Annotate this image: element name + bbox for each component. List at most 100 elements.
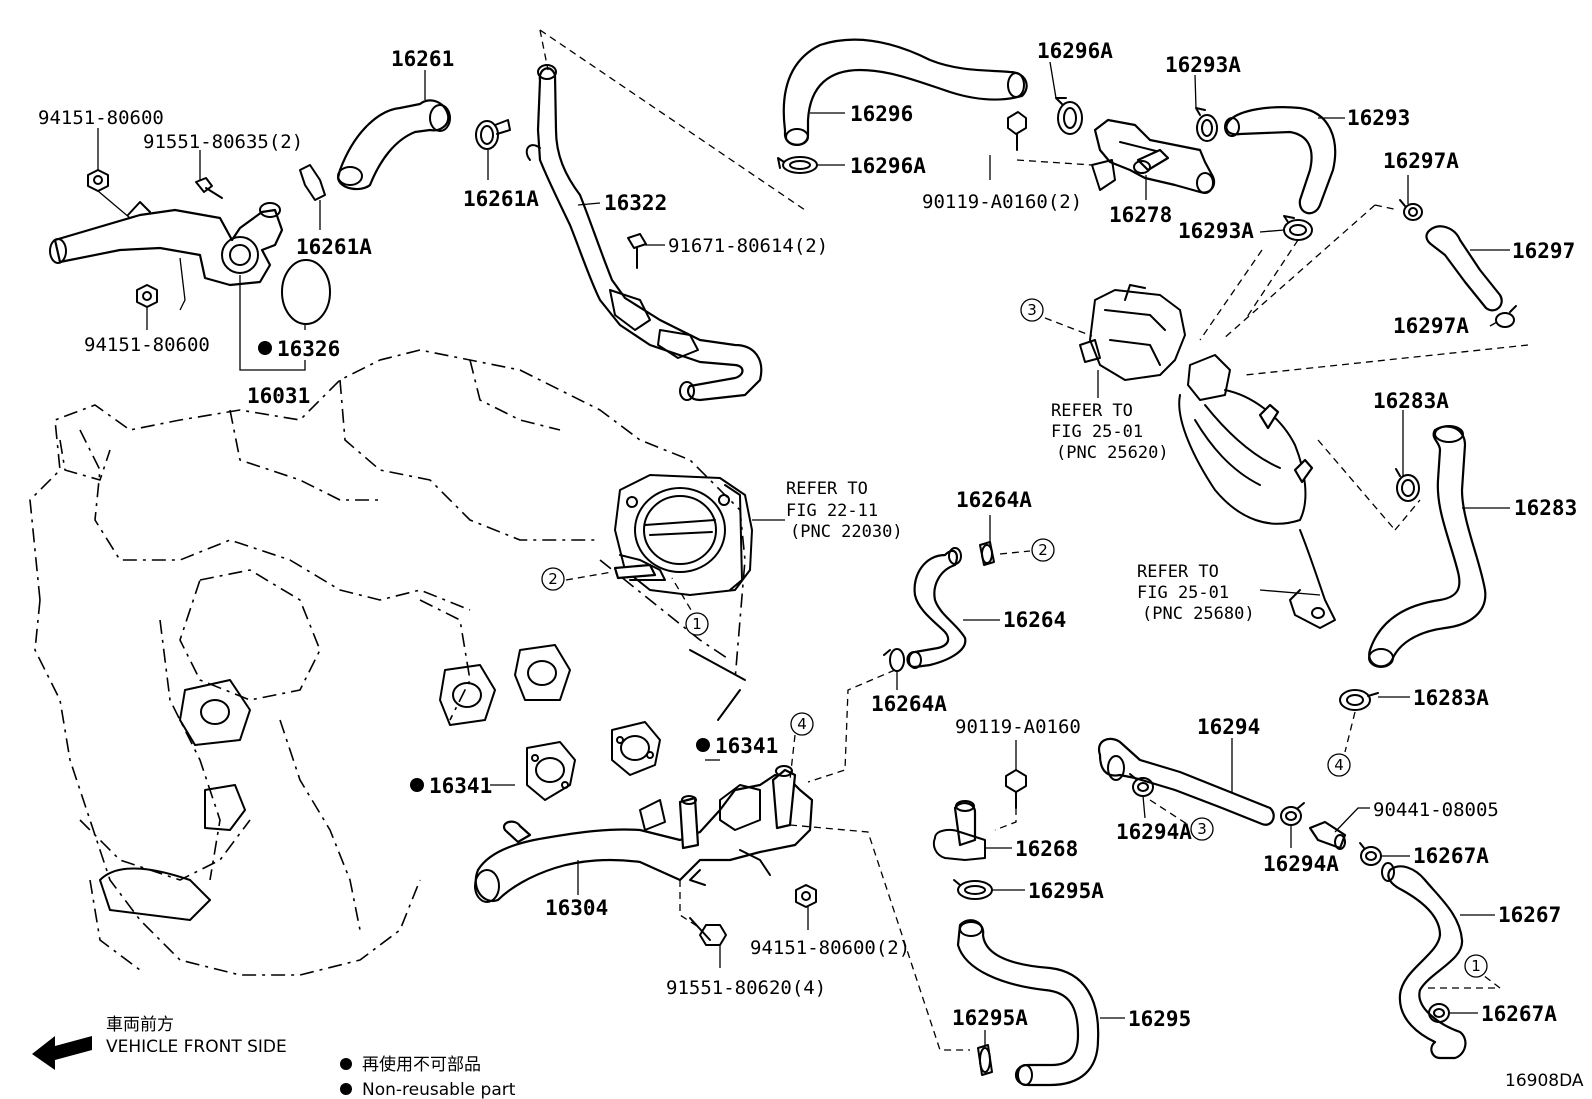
nut-94151-mid: [136, 284, 158, 308]
dash-egr-16283-a: [1317, 439, 1396, 531]
label-16294A-right[interactable]: 16294A: [1263, 852, 1339, 876]
clamp-16296A-bottom: [777, 156, 818, 174]
ref-throttle[interactable]: REFER TO FIG 22-11 (PNC 22030): [786, 479, 903, 542]
dash-c4-housing: [789, 734, 796, 781]
dash-16297-a: [1221, 204, 1376, 341]
svg-text:FIG 25-01: FIG 25-01: [1051, 422, 1143, 442]
water-outlet-16031: [49, 201, 284, 287]
clamp-16293A-bottom: [1283, 215, 1313, 241]
label-16295A-bottom[interactable]: 16295A: [952, 1006, 1028, 1030]
engine-ports: [99, 644, 571, 921]
svg-text:FIG 22-11: FIG 22-11: [786, 501, 878, 521]
dash-c1-throttle: [671, 577, 698, 621]
hose-16294: [1097, 737, 1275, 826]
label-16261[interactable]: 16261: [391, 47, 454, 71]
legend-front-en: VEHICLE FRONT SIDE: [106, 1037, 287, 1057]
label-16304[interactable]: 16304: [545, 896, 608, 920]
dash-egr-16283-b: [1394, 499, 1421, 531]
svg-text:(PNC 25680): (PNC 25680): [1142, 604, 1255, 624]
label-16264A-top[interactable]: 16264A: [956, 488, 1032, 512]
label-16297A-bottom[interactable]: 16297A: [1393, 314, 1469, 338]
pipe-16278: [1091, 118, 1216, 194]
legend-nonreuse-jp: 再使用不可部品: [362, 1054, 481, 1075]
gasket-16326: [281, 259, 331, 325]
label-16341-left[interactable]: 16341: [429, 774, 492, 798]
label-16267A-bottom[interactable]: 16267A: [1481, 1002, 1557, 1026]
label-16293A-bottom[interactable]: 16293A: [1178, 219, 1254, 243]
dash-90119-16268: [994, 808, 1017, 831]
dash-16294A-c3: [1149, 799, 1191, 827]
label-16261A-bottom[interactable]: 16261A: [296, 235, 372, 259]
engine-outline: [29, 349, 746, 976]
label-16278[interactable]: 16278: [1109, 203, 1172, 227]
svg-text:(PNC 22030): (PNC 22030): [790, 522, 903, 542]
ref-egr-bottom[interactable]: REFER TO FIG 25-01 (PNC 25680): [1137, 562, 1255, 624]
nut-94151-80600-2: [795, 884, 817, 908]
label-94151-80600-mid[interactable]: 94151-80600: [84, 334, 210, 356]
label-16264[interactable]: 16264: [1003, 608, 1066, 632]
label-16264A-bottom[interactable]: 16264A: [871, 692, 947, 716]
clamp-16295A-top: [953, 879, 993, 900]
hose-16293: [1225, 106, 1337, 215]
bolt-90119-A0160: [1005, 769, 1027, 809]
front-direction-arrow-icon: [32, 1036, 92, 1070]
callout-1-throttle: 1: [685, 612, 709, 636]
bolt-91551-80620: [689, 917, 727, 946]
label-16293[interactable]: 16293: [1347, 106, 1410, 130]
label-90119-A0160-2[interactable]: 90119-A0160(2): [922, 191, 1082, 213]
callout-3-egr: 3: [1020, 298, 1044, 322]
label-16296A-top[interactable]: 16296A: [1037, 39, 1113, 63]
label-16297A-top[interactable]: 16297A: [1383, 149, 1459, 173]
label-90441-08005[interactable]: 90441-08005: [1373, 799, 1499, 821]
clamp-16293A-top: [1195, 107, 1218, 142]
bolt-90119-A0160-2: [1007, 111, 1027, 151]
callout-4-hose: 4: [1327, 753, 1351, 777]
label-94151-80600-2[interactable]: 94151-80600(2): [750, 937, 910, 959]
label-16294A-left[interactable]: 16294A: [1116, 820, 1192, 844]
clamp-16294A-right: [1280, 802, 1305, 826]
dash-16267-c1: [1428, 974, 1502, 989]
gasket-16341-right: [611, 721, 661, 776]
svg-text:2: 2: [1038, 541, 1048, 559]
dash-16264A-c2: [999, 550, 1031, 555]
label-90119-A0160[interactable]: 90119-A0160: [955, 716, 1081, 738]
hose-16264: [906, 549, 967, 669]
label-16295A-top[interactable]: 16295A: [1028, 879, 1104, 903]
union-16268: [932, 800, 986, 861]
svg-text:(PNC 25620): (PNC 25620): [1056, 443, 1169, 463]
label-16322[interactable]: 16322: [604, 191, 667, 215]
label-16293A-top[interactable]: 16293A: [1165, 53, 1241, 77]
label-16261A-top[interactable]: 16261A: [463, 187, 539, 211]
label-16283A-top[interactable]: 16283A: [1373, 389, 1449, 413]
dash-egr-16293: [1199, 249, 1263, 341]
svg-text:4: 4: [1334, 756, 1344, 774]
label-16297[interactable]: 16297: [1512, 239, 1575, 263]
label-91551-80635[interactable]: 91551-80635(2): [143, 131, 303, 153]
label-16283A-bottom[interactable]: 16283A: [1413, 686, 1489, 710]
label-16326[interactable]: 16326: [277, 337, 340, 361]
label-16268[interactable]: 16268: [1015, 837, 1078, 861]
label-16267[interactable]: 16267: [1498, 903, 1561, 927]
label-16296A-bottom[interactable]: 16296A: [850, 154, 926, 178]
ref-egr-top[interactable]: REFER TO FIG 25-01 (PNC 25620): [1051, 401, 1169, 463]
dash-c3-egr: [1044, 317, 1093, 337]
clamp-16297A-bottom: [1495, 305, 1517, 328]
label-16031[interactable]: 16031: [247, 384, 310, 408]
label-91671-80614[interactable]: 91671-80614(2): [668, 235, 828, 257]
label-94151-80600-top[interactable]: 94151-80600: [38, 107, 164, 129]
bolt-91671-80614: [627, 233, 647, 269]
clamp-16283A-bottom: [1339, 689, 1379, 711]
label-16294[interactable]: 16294: [1197, 715, 1260, 739]
clamp-16264A-bottom: [883, 648, 905, 672]
hose-16296: [782, 38, 1028, 146]
label-91551-80620[interactable]: 91551-80620(4): [666, 977, 826, 999]
label-16341-right[interactable]: 16341: [715, 734, 778, 758]
label-16283[interactable]: 16283: [1514, 496, 1577, 520]
label-16295[interactable]: 16295: [1128, 1007, 1191, 1031]
dash-c2-throttle: [565, 571, 613, 581]
label-16267A-top[interactable]: 16267A: [1413, 844, 1489, 868]
svg-text:REFER TO: REFER TO: [1137, 562, 1219, 582]
svg-text:REFER TO: REFER TO: [1051, 401, 1133, 421]
label-16296[interactable]: 16296: [850, 102, 913, 126]
